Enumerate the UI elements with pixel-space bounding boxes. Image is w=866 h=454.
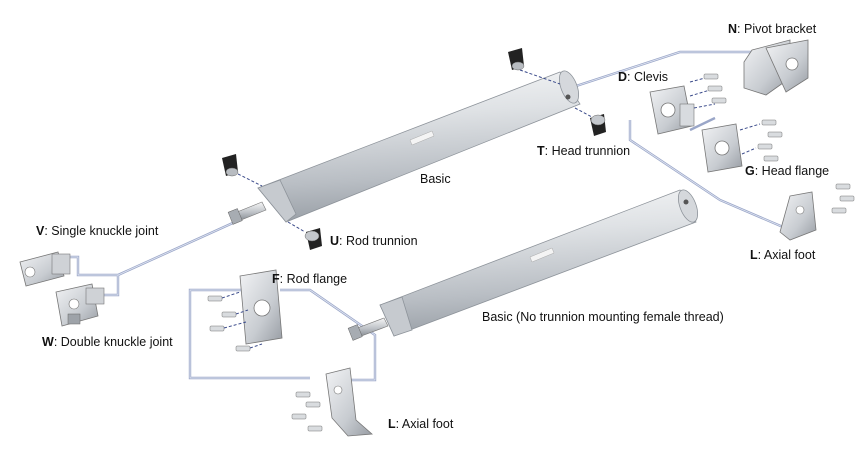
- double-knuckle-part: [55, 283, 105, 327]
- label-head-trunnion: T: Head trunnion: [537, 144, 631, 158]
- label-pivot-bracket: N: Pivot bracket: [728, 22, 817, 36]
- label-single-knuckle: V: Single knuckle joint: [36, 224, 159, 238]
- clevis-part: [649, 73, 727, 135]
- label-double-knuckle: W: Double knuckle joint: [42, 335, 173, 349]
- label-basic-no-trunnion-cylinder: Basic (No trunnion mounting female threa…: [482, 310, 724, 324]
- rod-trunnion-pins: [222, 154, 322, 250]
- axial-foot-right-part: [779, 183, 855, 241]
- label-rod-flange: F: Rod flange: [272, 272, 348, 286]
- axial-foot-bottom-part: [291, 367, 373, 437]
- label-clevis: D: Clevis: [618, 70, 669, 84]
- label-axial-foot-right: L: Axial foot: [750, 248, 816, 262]
- basic-no-trunnion-cylinder: [347, 189, 699, 341]
- single-knuckle-part: [19, 251, 71, 287]
- basic-cylinder: [227, 70, 581, 225]
- rod-flange-part: [207, 269, 283, 352]
- head-trunnion-pins: [508, 48, 606, 136]
- label-head-flange: G: Head flange: [745, 164, 830, 178]
- label-basic-cylinder: Basic: [420, 172, 451, 186]
- label-rod-trunnion: U: Rod trunnion: [330, 234, 418, 248]
- head-flange-part: [701, 119, 783, 173]
- pivot-bracket-part: [743, 39, 809, 96]
- label-axial-foot-bottom: L: Axial foot: [388, 417, 454, 431]
- connector-flange: [689, 116, 716, 132]
